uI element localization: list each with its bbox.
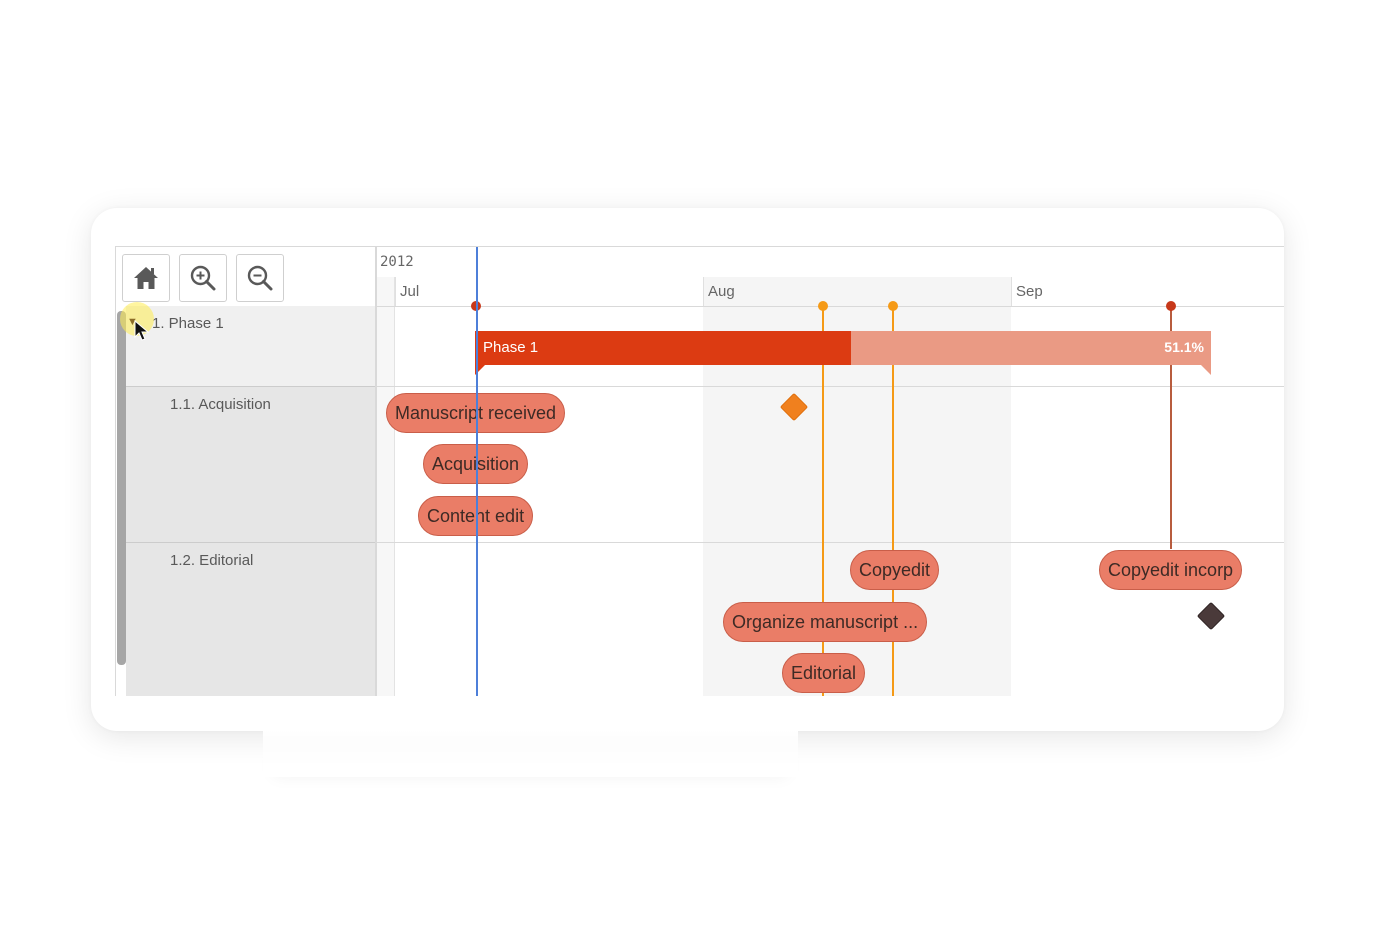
task-copyedit[interactable]: Copyedit (850, 550, 940, 590)
zoom-out-button[interactable] (236, 254, 284, 302)
row-label-phase-1[interactable]: 1. Phase 1 (152, 315, 224, 332)
task-editorial[interactable]: Editorial (782, 653, 866, 693)
row-divider (126, 386, 375, 387)
month-tick (1011, 277, 1012, 306)
task-acquisition[interactable]: Acquisition (423, 444, 529, 484)
month-label-aug: Aug (708, 283, 735, 300)
task-content-edit[interactable]: Content edit (418, 496, 534, 536)
milestone-dot[interactable] (818, 301, 828, 311)
phase-bar-end-marker (1201, 365, 1211, 375)
row-label-acquisition[interactable]: 1.1. Acquisition (170, 396, 271, 413)
vertical-scrollbar[interactable] (117, 311, 126, 665)
label-panel-divider (375, 247, 377, 696)
phase-row-label-background (126, 306, 375, 386)
task-copyedit-incorp[interactable]: Copyedit incorp (1099, 550, 1243, 590)
collapse-chevron-icon[interactable]: ▼ (127, 316, 138, 328)
month-label-jul: Jul (400, 283, 420, 300)
label-panel: 1. Phase 1 1.1. Acquisition 1.2. Editori… (116, 247, 375, 696)
zoom-out-icon (247, 265, 273, 291)
month-label-sep: Sep (1016, 283, 1043, 300)
month-tick (395, 277, 396, 306)
timeline-pre-column (377, 277, 395, 696)
row-divider (126, 542, 375, 543)
phase-1-progress-label: 51.1% (1164, 339, 1204, 355)
task-organize-manuscript[interactable]: Organize manuscript ... (723, 602, 928, 642)
today-marker-line (476, 247, 478, 696)
phase-1-progress-fill (475, 331, 852, 365)
row-divider (377, 542, 1284, 543)
milestone-line (892, 306, 894, 696)
phase-1-bar-label: Phase 1 (483, 339, 539, 356)
phase-bar-start-marker (475, 365, 485, 375)
milestone-diamond-dark[interactable] (1196, 601, 1226, 631)
home-icon (134, 267, 158, 289)
milestone-line (822, 306, 824, 696)
mouse-cursor-icon (134, 320, 150, 341)
timeline-area[interactable]: 2012 Jul Aug Sep Phase 1 51.1% Manuscrip… (377, 247, 1284, 696)
milestone-dot[interactable] (888, 301, 898, 311)
gantt-chart: 1. Phase 1 1.1. Acquisition 1.2. Editori… (115, 246, 1284, 696)
milestone-dot[interactable] (1166, 301, 1176, 311)
home-button[interactable] (122, 254, 170, 302)
row-divider (377, 386, 1284, 387)
zoom-in-button[interactable] (179, 254, 227, 302)
year-label: 2012 (380, 254, 414, 270)
zoom-in-icon (190, 265, 216, 291)
month-tick (703, 277, 704, 306)
milestone-line (1170, 306, 1172, 549)
timeline-header-divider (377, 306, 1284, 307)
row-label-editorial[interactable]: 1.2. Editorial (170, 552, 254, 569)
phase-1-bar[interactable]: Phase 1 51.1% (475, 331, 1211, 365)
task-manuscript-received[interactable]: Manuscript received (386, 393, 566, 433)
card-foot (263, 731, 798, 777)
